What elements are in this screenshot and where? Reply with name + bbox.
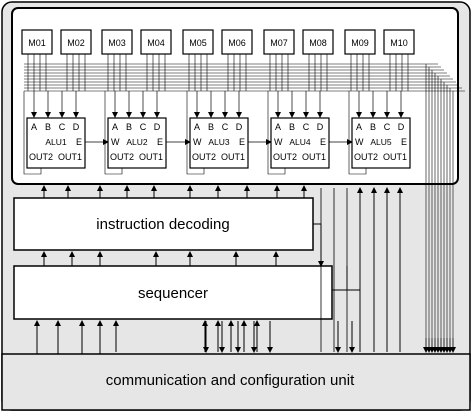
alu-west-label: W — [355, 137, 364, 147]
control-wires — [34, 185, 456, 354]
alu-input-label: D — [236, 122, 243, 132]
alu-block — [26, 117, 86, 169]
alu-block — [270, 117, 330, 169]
memory-block — [182, 29, 214, 55]
memory-label: M08 — [309, 38, 327, 48]
alu-east-label: E — [401, 137, 407, 147]
memory-label: M04 — [147, 38, 165, 48]
alu-input-label: B — [126, 122, 132, 132]
alu-input-label: C — [222, 122, 229, 132]
alu-input-label: A — [31, 122, 37, 132]
alu-name-label: ALU5 — [370, 137, 392, 147]
memory-label: M01 — [28, 38, 46, 48]
alu-input-label: D — [154, 122, 161, 132]
alu-output-label: OUT1 — [383, 152, 407, 162]
alu-input-label: B — [45, 122, 51, 132]
alu-west-label: W — [111, 137, 120, 147]
memory-block — [221, 29, 253, 55]
alu-name-label: ALU3 — [208, 137, 230, 147]
alu-input-label: A — [194, 122, 200, 132]
memory-block — [60, 29, 92, 55]
memory-label: M02 — [67, 38, 85, 48]
alu-output-label: OUT2 — [354, 152, 378, 162]
memory-blocks: M01 M02 M03 M04 M05 M06 M07 M08 M09 M10 — [21, 29, 415, 55]
alu-input-label: A — [112, 122, 118, 132]
alu-input-label: C — [384, 122, 391, 132]
memory-label: M09 — [351, 38, 369, 48]
sequencer-loop-wire — [332, 266, 348, 291]
output-feedback — [267, 91, 286, 175]
alu-input-label: D — [73, 122, 80, 132]
memory-block — [344, 29, 376, 55]
sequencer-label: sequencer — [138, 285, 208, 302]
memory-label: M06 — [228, 38, 246, 48]
alu-east-label: E — [76, 137, 82, 147]
alu-west-label: W — [274, 137, 283, 147]
memory-label: M05 — [189, 38, 207, 48]
instruction-decoding-block — [13, 197, 314, 251]
instruction-decoding-label: instruction decoding — [96, 216, 229, 233]
interconnect-wires — [23, 54, 465, 352]
alu-name-label: ALU1 — [45, 137, 67, 147]
memory-block — [101, 29, 133, 55]
memory-label: M03 — [108, 38, 126, 48]
communication-unit-label: communication and configuration unit — [106, 372, 355, 389]
decode-to-sequencer-wire — [313, 223, 324, 267]
memory-label: M10 — [390, 38, 408, 48]
alu-input-label: C — [303, 122, 310, 132]
alu-input-label: D — [317, 122, 324, 132]
alu-input-label: B — [208, 122, 214, 132]
alu-input-label: B — [370, 122, 376, 132]
alu-output-label: OUT1 — [221, 152, 245, 162]
alu-block — [189, 117, 249, 169]
alu-output-label: OUT2 — [29, 152, 53, 162]
alu-input-label: C — [140, 122, 147, 132]
alu-name-label: ALU4 — [289, 137, 311, 147]
alu-input-label: C — [59, 122, 66, 132]
memory-label: M07 — [270, 38, 288, 48]
alu-input-label: A — [356, 122, 362, 132]
alu-east-label: E — [239, 137, 245, 147]
alu-input-label: A — [275, 122, 281, 132]
memory-block — [140, 29, 172, 55]
alu-output-label: OUT2 — [192, 152, 216, 162]
memory-block — [383, 29, 415, 55]
output-feedback — [348, 91, 367, 175]
alu-name-label: ALU2 — [126, 137, 148, 147]
alu-block — [351, 117, 411, 169]
alu-input-label: D — [398, 122, 405, 132]
communication-unit-block — [1, 353, 471, 411]
alu-output-label: OUT1 — [139, 152, 163, 162]
memory-block — [21, 29, 53, 55]
memory-block — [263, 29, 295, 55]
alu-output-label: OUT1 — [302, 152, 326, 162]
alu-west-label: W — [193, 137, 202, 147]
alu-output-label: OUT2 — [273, 152, 297, 162]
sequencer-block — [13, 265, 333, 320]
output-feedback — [23, 91, 42, 175]
output-feedback — [104, 91, 123, 175]
alu-east-label: E — [320, 137, 326, 147]
alu-block — [107, 117, 167, 169]
alu-input-label: B — [289, 122, 295, 132]
alu-output-label: OUT1 — [58, 152, 82, 162]
memory-block — [302, 29, 334, 55]
alu-east-label: E — [157, 137, 163, 147]
output-feedback — [186, 91, 205, 175]
alu-output-label: OUT2 — [110, 152, 134, 162]
